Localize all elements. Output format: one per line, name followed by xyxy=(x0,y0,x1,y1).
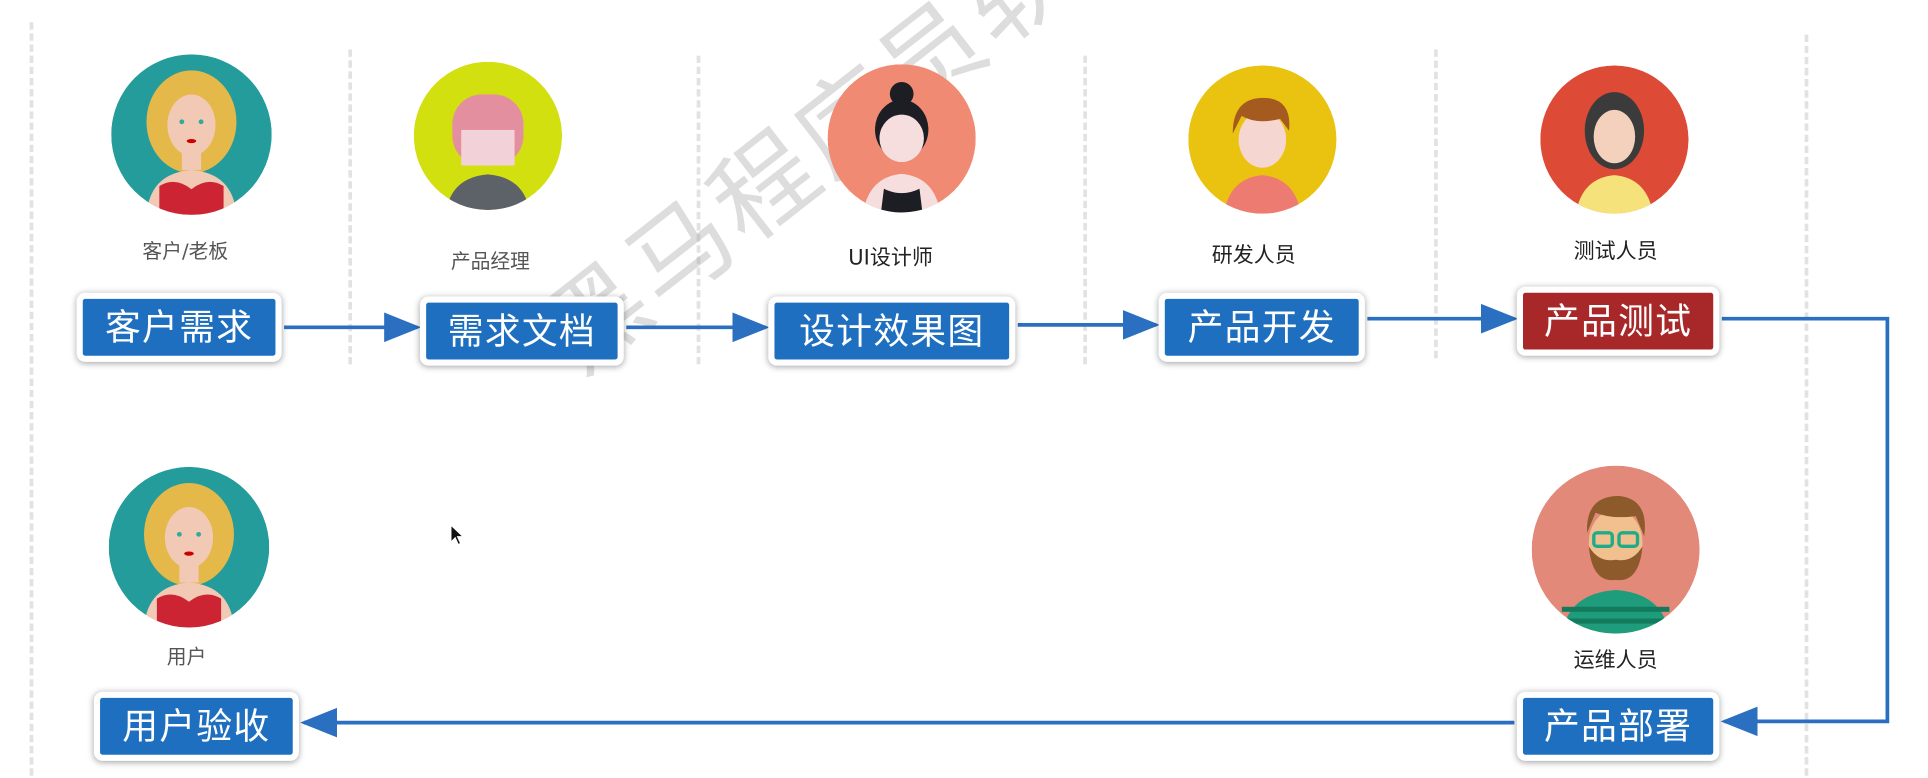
step-customer-requirements: 客户需求 xyxy=(76,292,282,362)
step-testing: 产品测试 xyxy=(1516,286,1720,356)
developer-avatar xyxy=(1188,65,1337,214)
role-label-user: 用户 xyxy=(166,644,207,669)
role-label-ops: 运维人员 xyxy=(1573,648,1658,674)
customer-avatar xyxy=(111,54,272,215)
role-label-customer: 客户/老板 xyxy=(142,239,229,264)
role-label-ui: UI设计师 xyxy=(848,245,933,271)
divider xyxy=(1083,55,1087,365)
step-development: 产品开发 xyxy=(1158,292,1365,362)
role-label-dev: 研发人员 xyxy=(1211,243,1296,269)
role-label-pm: 产品经理 xyxy=(450,249,530,273)
divider xyxy=(348,49,353,365)
divider xyxy=(1434,49,1438,359)
ui-designer-avatar xyxy=(827,64,976,213)
divider xyxy=(696,55,701,365)
step-requirements-doc: 需求文档 xyxy=(419,296,624,366)
pm-avatar xyxy=(413,61,563,210)
role-label-tester: 测试人员 xyxy=(1573,239,1658,265)
divider xyxy=(29,22,34,776)
step-user-acceptance: 用户验收 xyxy=(93,691,299,761)
user-avatar xyxy=(108,466,270,628)
mouse-cursor-icon xyxy=(450,523,465,546)
ops-avatar xyxy=(1531,465,1700,634)
step-design-mockup: 设计效果图 xyxy=(768,296,1016,366)
divider xyxy=(1804,34,1809,776)
step-deployment: 产品部署 xyxy=(1516,691,1720,761)
arrow xyxy=(1720,316,1890,737)
tester-avatar xyxy=(1540,65,1689,214)
